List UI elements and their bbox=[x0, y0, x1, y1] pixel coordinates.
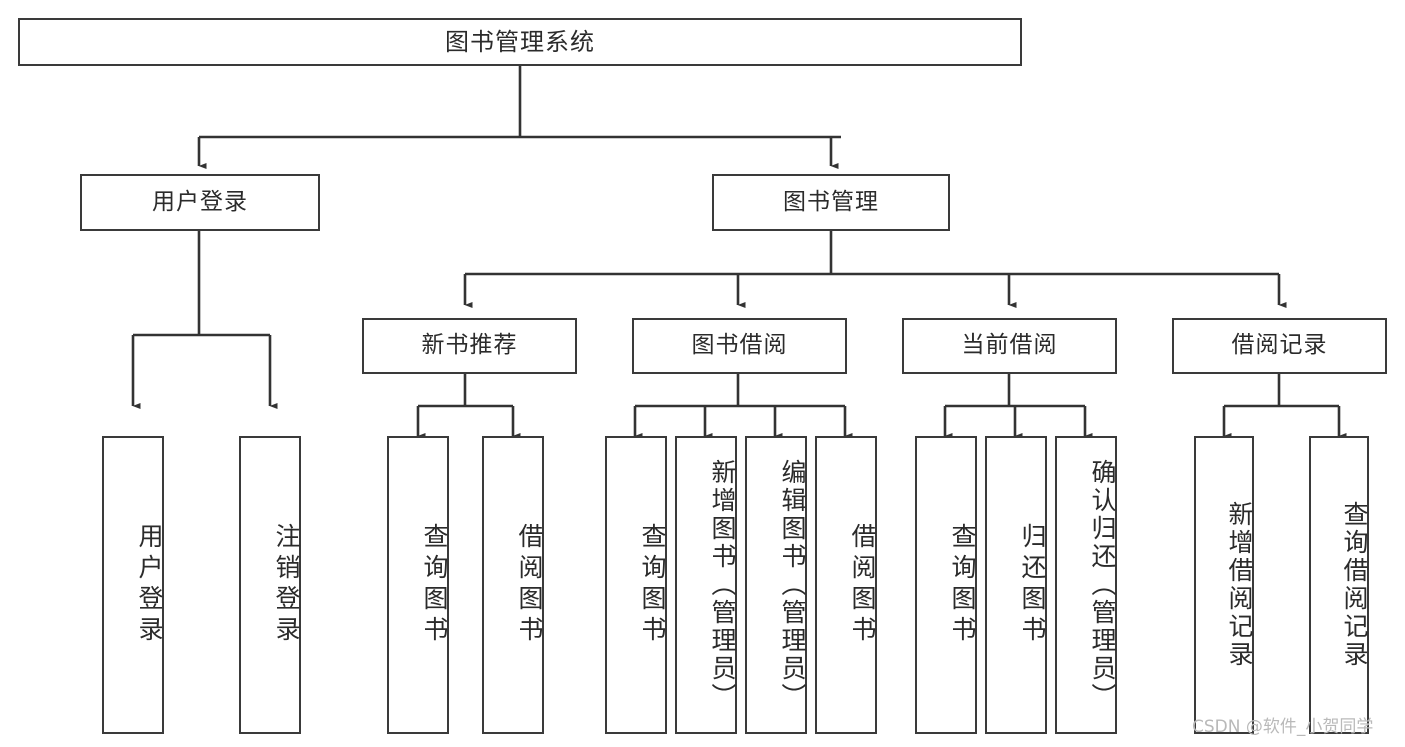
node-book-management[interactable]: 图书管理 bbox=[712, 174, 950, 231]
leaf-query-book-current[interactable]: 查询图书 bbox=[915, 436, 977, 734]
leaf-user-login[interactable]: 用户登录 bbox=[102, 436, 164, 734]
leaf-borrow-book[interactable]: 借阅图书 bbox=[815, 436, 877, 734]
node-book-borrow[interactable]: 图书借阅 bbox=[632, 318, 847, 374]
leaf-add-book-admin[interactable]: 新增图书（管理员） bbox=[675, 436, 737, 734]
node-root-system[interactable]: 图书管理系统 bbox=[18, 18, 1022, 66]
node-user-login[interactable]: 用户登录 bbox=[80, 174, 320, 231]
leaf-query-book-borrow[interactable]: 查询图书 bbox=[605, 436, 667, 734]
leaf-query-borrow-record[interactable]: 查询借阅记录 bbox=[1309, 436, 1369, 734]
leaf-add-borrow-record[interactable]: 新增借阅记录 bbox=[1194, 436, 1254, 734]
watermark-csdn: CSDN @软件_小贺同学 bbox=[1192, 717, 1374, 737]
leaf-confirm-return-admin[interactable]: 确认归还（管理员） bbox=[1055, 436, 1117, 734]
leaf-edit-book-admin[interactable]: 编辑图书（管理员） bbox=[745, 436, 807, 734]
leaf-query-book-recommend[interactable]: 查询图书 bbox=[387, 436, 449, 734]
leaf-logout[interactable]: 注销登录 bbox=[239, 436, 301, 734]
node-borrow-record[interactable]: 借阅记录 bbox=[1172, 318, 1387, 374]
leaf-borrow-book-recommend[interactable]: 借阅图书 bbox=[482, 436, 544, 734]
leaf-return-book[interactable]: 归还图书 bbox=[985, 436, 1047, 734]
node-current-borrow[interactable]: 当前借阅 bbox=[902, 318, 1117, 374]
node-new-book-recommend[interactable]: 新书推荐 bbox=[362, 318, 577, 374]
